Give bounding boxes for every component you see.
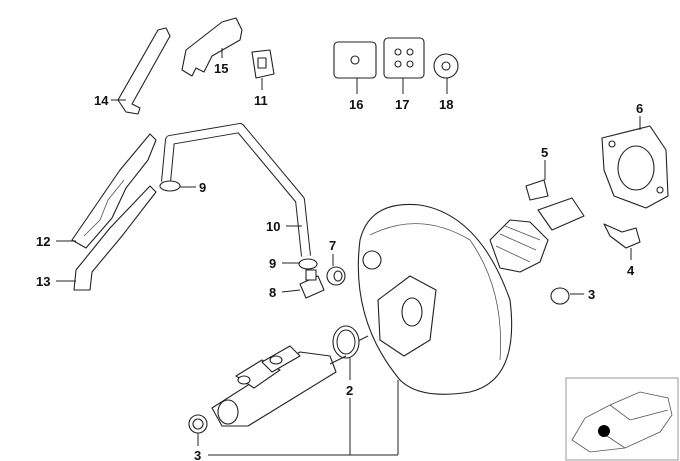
part-4-bolt	[603, 223, 641, 260]
callout-18: 18	[439, 97, 453, 112]
part-12-bracket	[56, 133, 157, 249]
part-8-check-valve	[281, 269, 325, 299]
callout-9-lower: 9	[269, 256, 276, 271]
callout-2: 2	[346, 383, 353, 398]
callout-13: 13	[36, 274, 50, 289]
callout-12: 12	[36, 234, 50, 249]
part-2-o-ring	[332, 325, 360, 455]
callout-16: 16	[349, 97, 363, 112]
master-cylinder	[211, 345, 347, 427]
callout-3-right: 3	[588, 287, 595, 302]
part-7-grommet	[326, 254, 346, 286]
part-17-pad	[383, 37, 425, 94]
part-14-bracket	[111, 27, 171, 115]
part-18-washer	[433, 53, 459, 94]
callout-8: 8	[269, 285, 276, 300]
part-3-nut-left	[188, 380, 399, 456]
callout-14: 14	[94, 93, 109, 108]
callout-3-left: 3	[194, 448, 201, 461]
callout-9-upper: 9	[199, 180, 206, 195]
part-11-grommet	[251, 49, 275, 90]
part-6-gasket	[601, 116, 669, 209]
callout-5: 5	[541, 145, 548, 160]
locator-marker-icon	[598, 425, 610, 437]
part-16-pad	[333, 41, 377, 94]
callout-6: 6	[636, 101, 643, 116]
callout-15: 15	[214, 61, 228, 76]
callout-11: 11	[254, 93, 268, 108]
part-3-nut-right	[550, 287, 584, 305]
callout-labels: 14 15 11 16 17 18 6 5 9 10 12 13 9 7 8 4…	[36, 61, 643, 461]
part-9-clamp-upper	[159, 180, 196, 192]
vehicle-locator-inset	[565, 377, 679, 461]
callout-4: 4	[627, 263, 635, 278]
callout-7: 7	[329, 238, 336, 253]
brake-booster	[339, 160, 585, 395]
callout-10: 10	[266, 219, 280, 234]
part-15-clip	[181, 17, 243, 77]
part-10-vacuum-hose	[161, 123, 311, 257]
part-13-bracket	[56, 185, 157, 291]
callout-17: 17	[395, 97, 409, 112]
part-9-clamp-lower	[282, 258, 318, 270]
